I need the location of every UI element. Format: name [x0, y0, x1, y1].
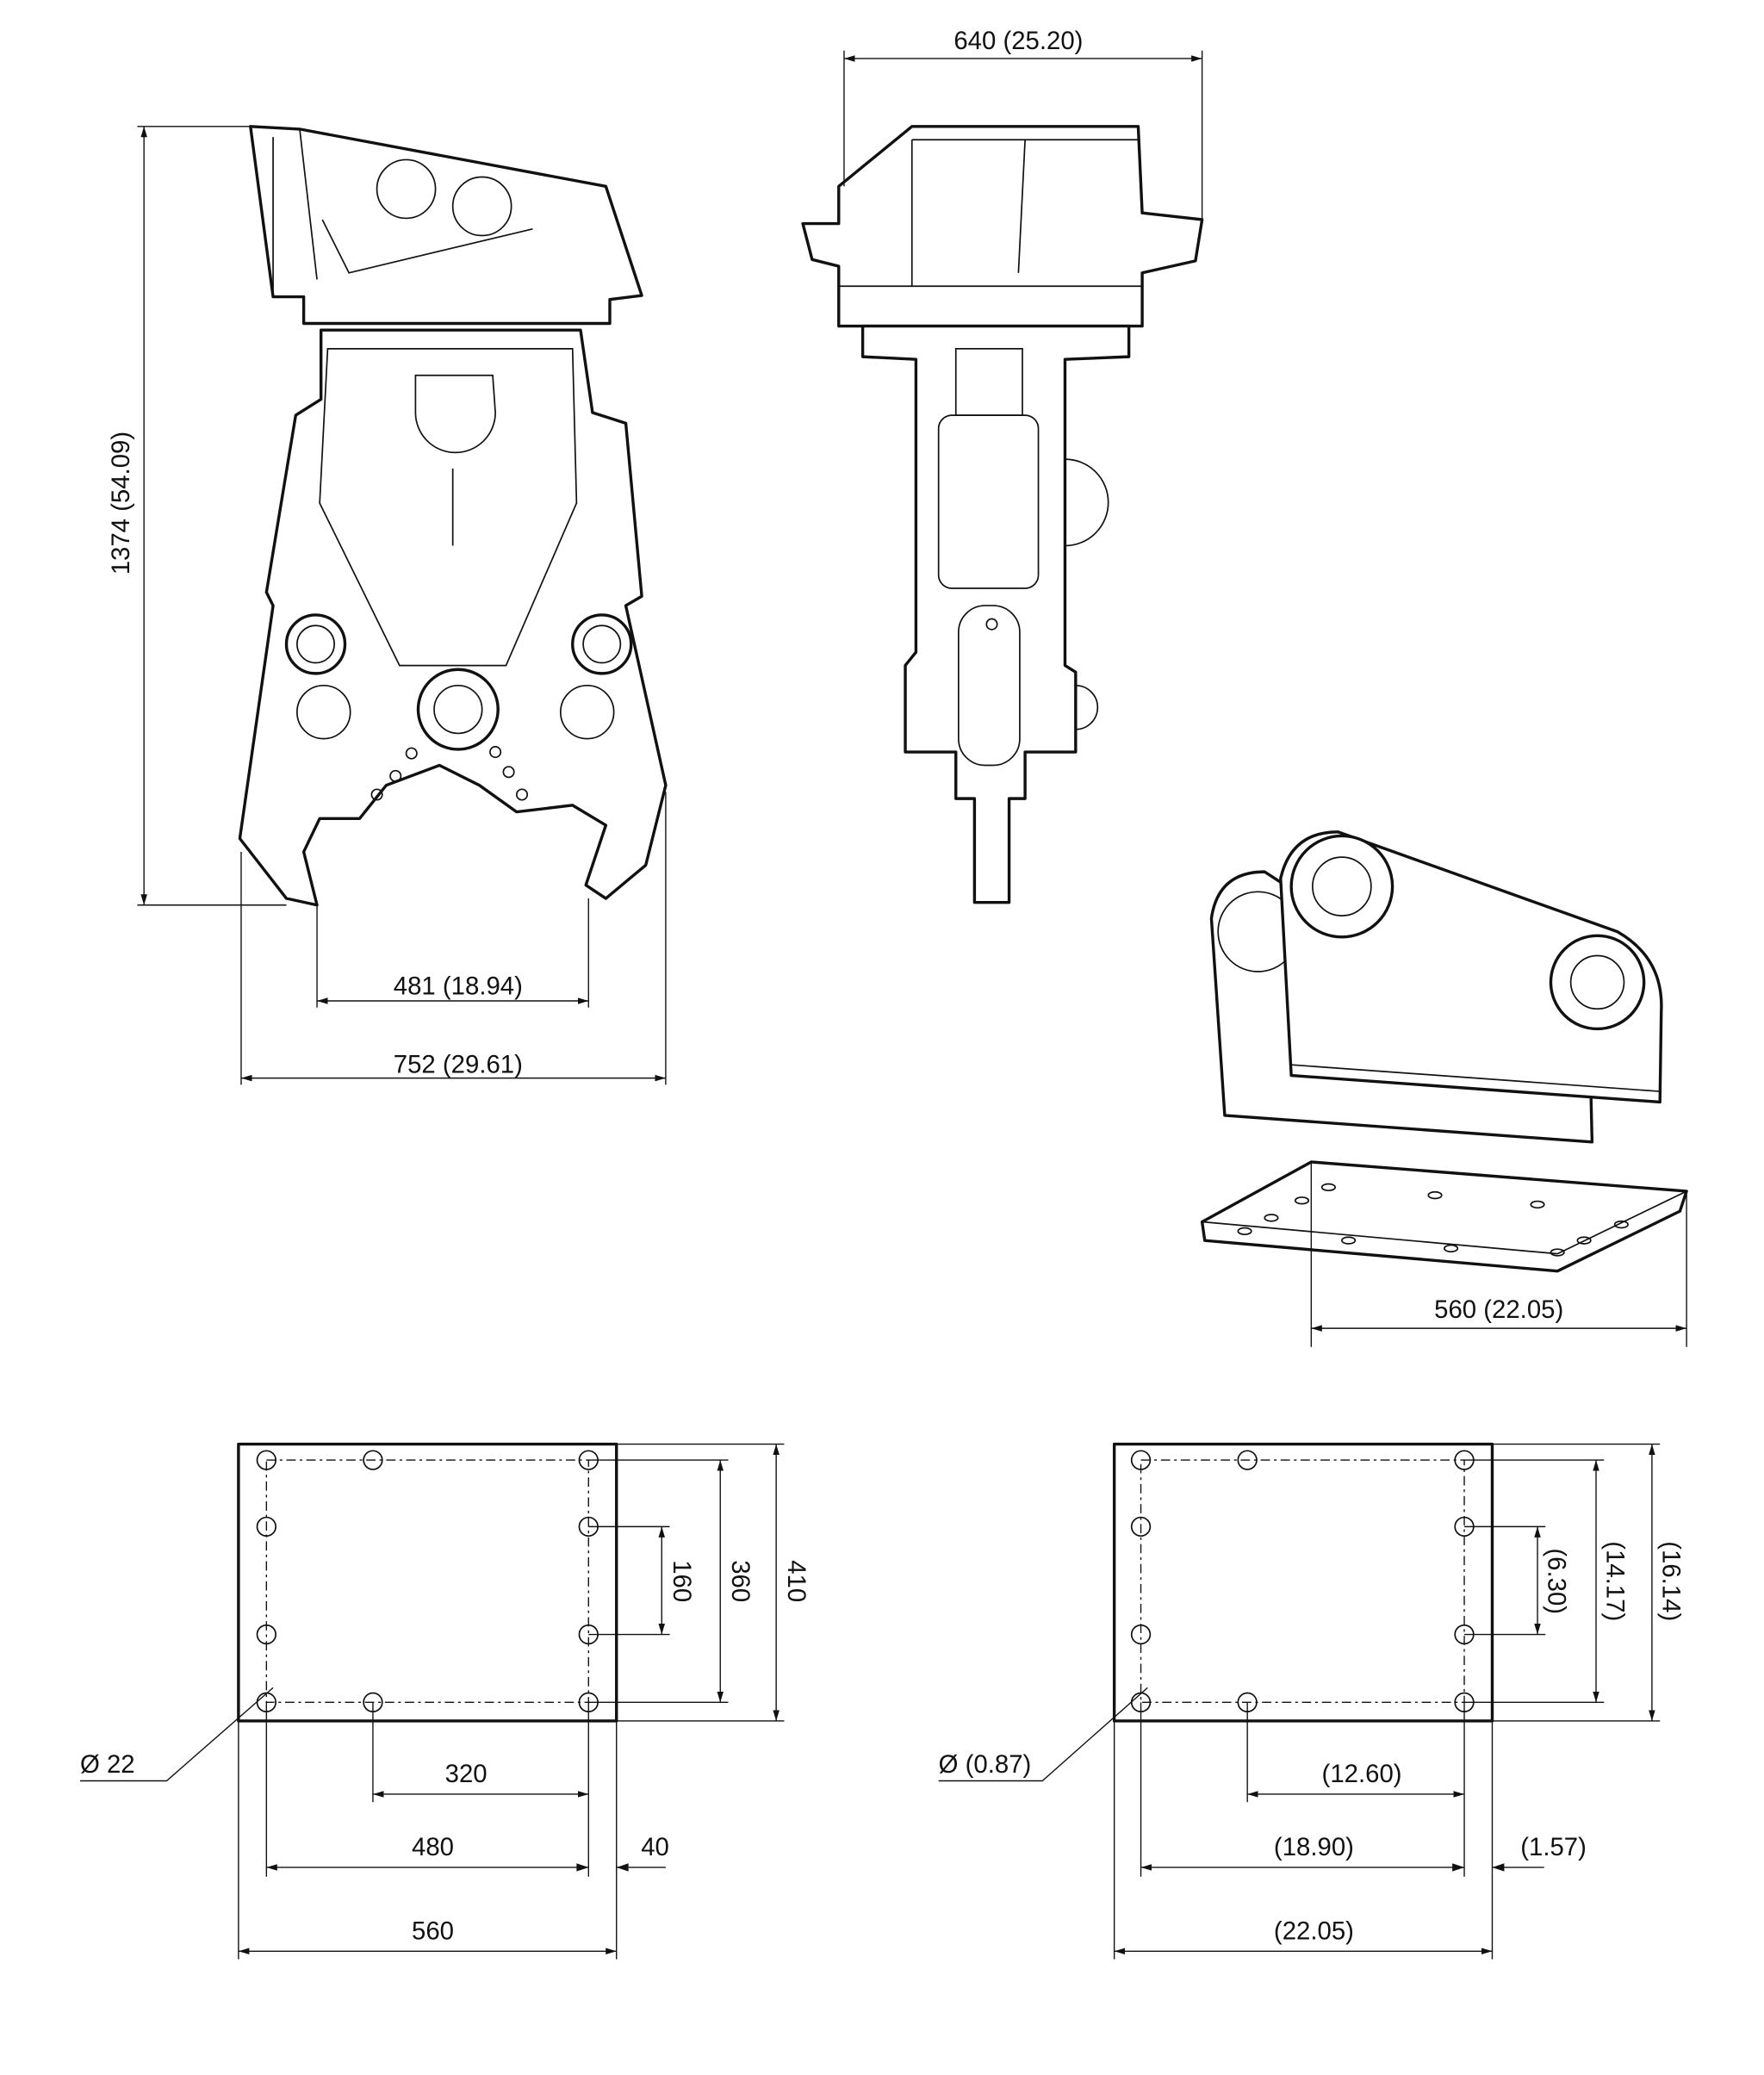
side-width-dimension: 640 (25.20) [843, 27, 1203, 220]
bolt-plan-mm: 160 360 410 320 480 40 560 Ø 22 [80, 1442, 811, 1960]
shear-side-view [801, 125, 1204, 904]
dim-label: 481 (18.94) [394, 972, 523, 1000]
front-width-dimension: 752 (29.61) [240, 792, 667, 1085]
dim-label: (6.30) [1542, 1548, 1570, 1614]
dim-label: (1.57) [1520, 1833, 1587, 1861]
dim-label: 480 [412, 1833, 454, 1861]
adapter-plate-width-dimension: 560 (22.05) [1310, 1161, 1687, 1347]
dim-label: (22.05) [1274, 1917, 1354, 1945]
dim-label: 320 [445, 1760, 488, 1788]
jaw-opening-dimension: 481 (18.94) [316, 898, 589, 1008]
dim-label: 160 [668, 1560, 696, 1602]
dim-label: 360 [726, 1560, 755, 1602]
dim-label: 410 [782, 1560, 811, 1602]
shear-front-view [238, 125, 668, 907]
dim-label: (16.14) [1656, 1541, 1685, 1621]
dim-label: 40 [641, 1833, 669, 1861]
bolt-plan-inch: (6.30) (14.17) (16.14) (12.60) (18.90) (… [939, 1442, 1685, 1960]
dim-label: 560 (22.05) [1434, 1295, 1563, 1324]
hole-diameter-label: Ø 22 [80, 1750, 135, 1779]
dim-label: (14.17) [1600, 1541, 1629, 1621]
hole-diameter-label: Ø (0.87) [939, 1750, 1032, 1779]
dim-label: 752 (29.61) [394, 1050, 523, 1078]
dim-label: 640 (25.20) [953, 27, 1083, 55]
dim-label: 1374 (54.09) [107, 432, 135, 575]
dim-label: (12.60) [1322, 1760, 1402, 1788]
adapter-bracket [1209, 830, 1663, 1144]
dim-label: (18.90) [1274, 1833, 1354, 1861]
front-height-dimension: 1374 (54.09) [107, 126, 287, 906]
adapter-plate [1200, 1160, 1688, 1273]
dim-label: 560 [412, 1917, 454, 1945]
